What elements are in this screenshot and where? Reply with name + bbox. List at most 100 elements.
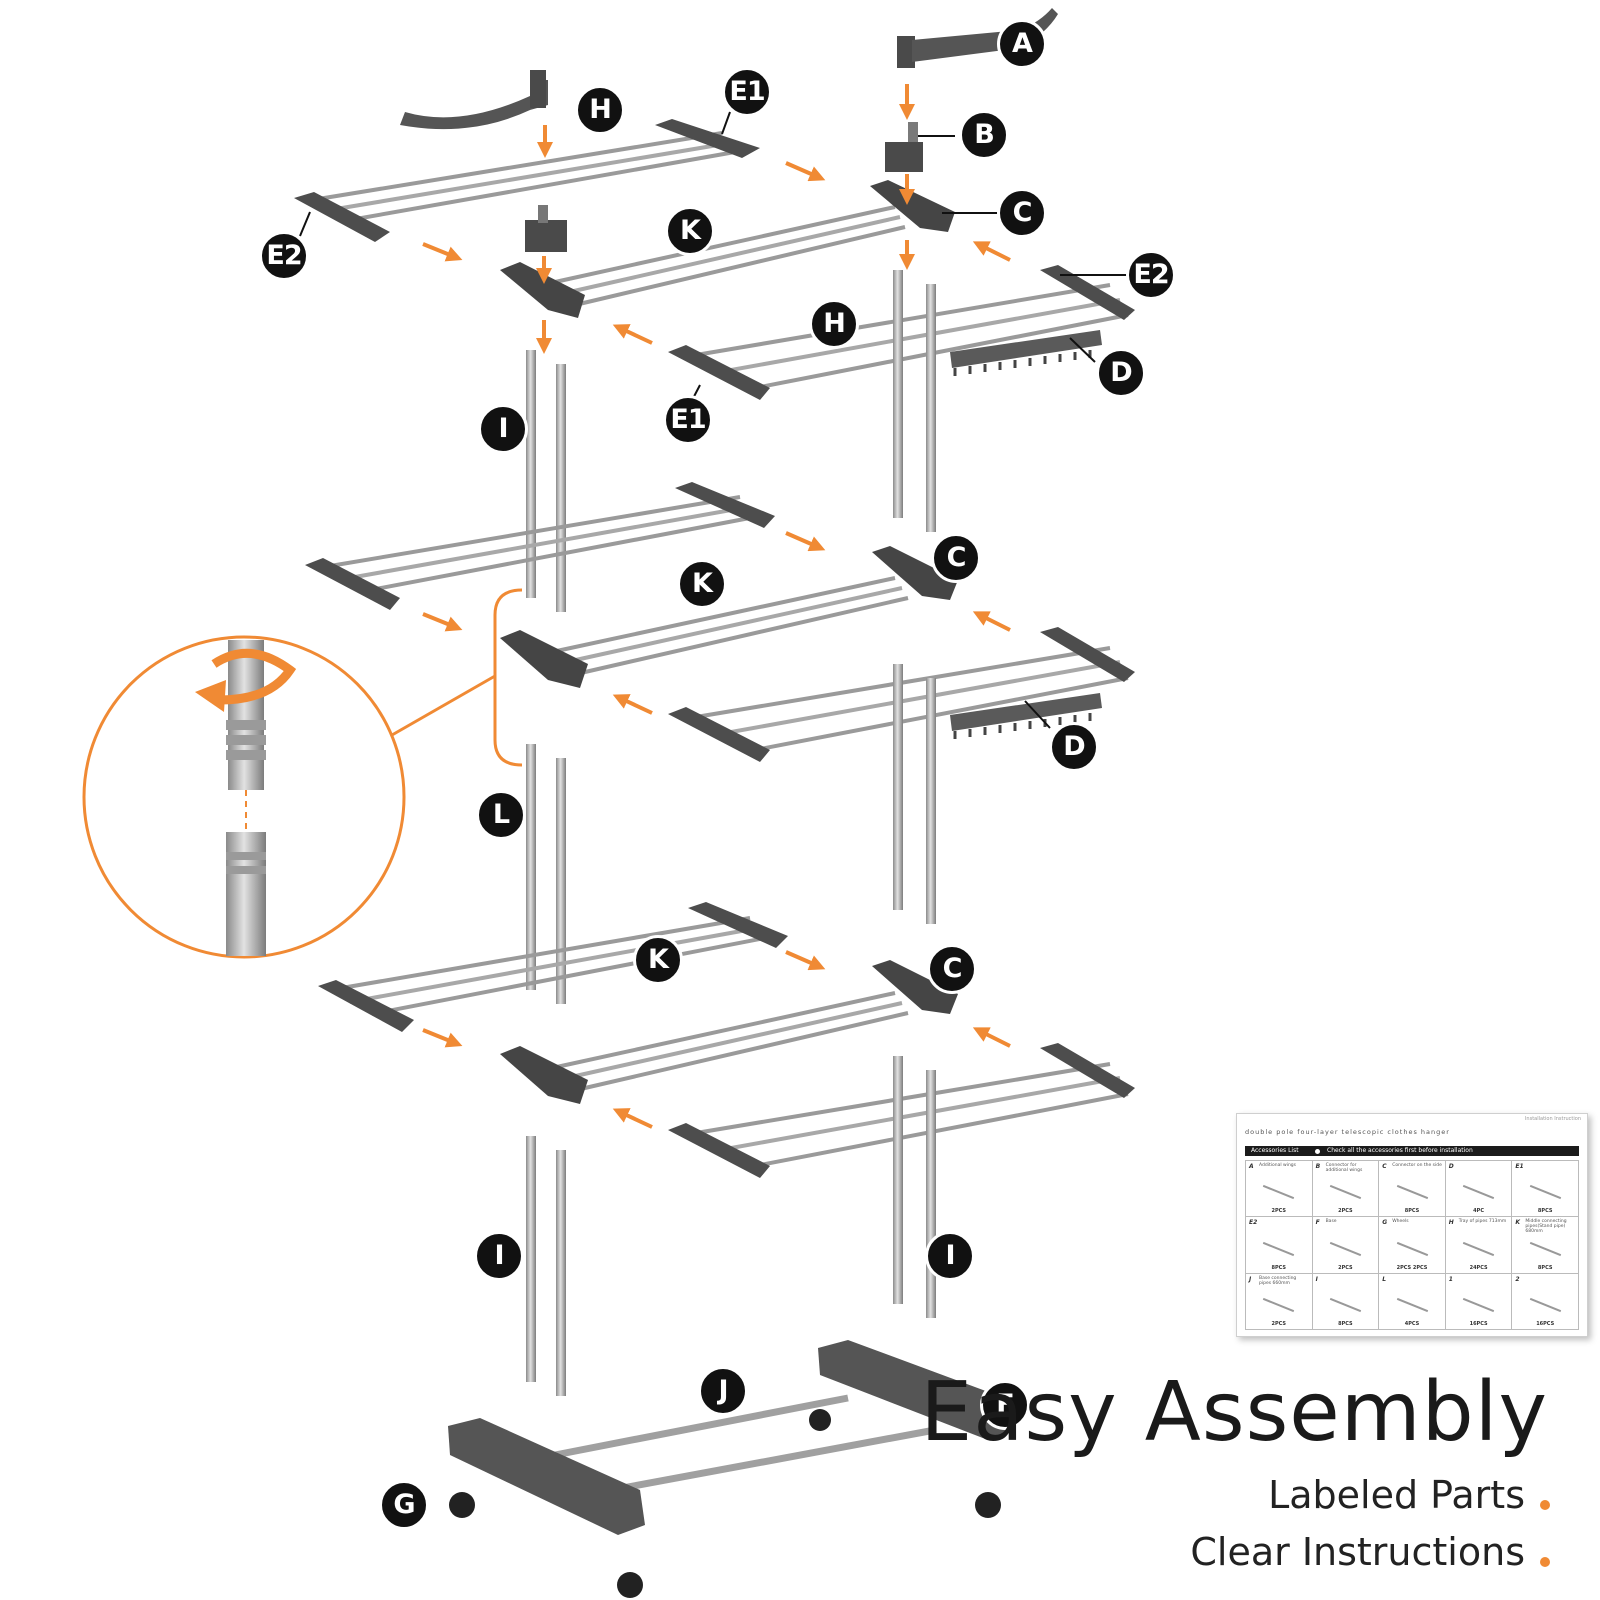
label-e2-tag-1: E2 bbox=[259, 231, 309, 281]
part-sketch-icon bbox=[1329, 1298, 1361, 1313]
label-d-tag-1: D bbox=[1096, 348, 1146, 398]
instruction-manual-thumbnail: Installation Instruction double pole fou… bbox=[1236, 1113, 1588, 1337]
part-sketch-icon bbox=[1529, 1185, 1561, 1200]
manual-cell-name: Wheels bbox=[1392, 1219, 1409, 1225]
manual-cell-letter: 1 bbox=[1448, 1275, 1453, 1283]
wheel-icons bbox=[449, 1409, 1001, 1598]
manual-cell-letter: F bbox=[1315, 1219, 1320, 1227]
label-a-tag: A bbox=[997, 19, 1047, 69]
manual-cell-letter: A bbox=[1249, 1163, 1254, 1170]
label-b-tag: B bbox=[959, 110, 1009, 160]
part-sketch-icon bbox=[1396, 1185, 1428, 1200]
label-i-tag-2: I bbox=[474, 1231, 524, 1281]
manual-cell-qty: 16PCS bbox=[1469, 1320, 1488, 1327]
label-h-tag-2: H bbox=[809, 299, 859, 349]
manual-cell-letter: 2 bbox=[1515, 1275, 1520, 1283]
manual-cell-letter: E2 bbox=[1249, 1219, 1258, 1227]
manual-title: double pole four-layer telescopic clothe… bbox=[1245, 1128, 1450, 1136]
manual-cell-letter: I bbox=[1315, 1275, 1318, 1283]
manual-bar-note: Check all the accessories first before i… bbox=[1327, 1147, 1473, 1154]
manual-cell-letter: E1 bbox=[1515, 1163, 1524, 1170]
label-h-tag-1: H bbox=[575, 85, 625, 135]
manual-cell-name: Connector for additional wings bbox=[1325, 1163, 1363, 1173]
label-i-tag-3: I bbox=[925, 1231, 975, 1281]
headline: Easy Assembly bbox=[920, 1365, 1548, 1460]
part-sketch-icon bbox=[1463, 1185, 1495, 1200]
manual-cell: H Tray of pipes 713mm 24PCS bbox=[1445, 1217, 1513, 1274]
top-left-wing-tray bbox=[294, 119, 760, 242]
middle-tray-k-1 bbox=[500, 180, 955, 318]
middle-tray-k-2 bbox=[500, 546, 958, 688]
manual-cell-letter: H bbox=[1448, 1219, 1454, 1227]
manual-cell-qty: 8PCS bbox=[1537, 1264, 1553, 1271]
manual-cell-letter: C bbox=[1382, 1163, 1387, 1170]
label-l-tag: L bbox=[476, 790, 526, 840]
label-k-tag-1: K bbox=[665, 206, 715, 256]
assembly-arrows bbox=[422, 84, 1011, 1129]
manual-cell-qty: 24PCS bbox=[1469, 1264, 1488, 1271]
manual-cell-name: Tray of pipes 713mm bbox=[1458, 1219, 1507, 1225]
poles-right-mid bbox=[893, 664, 936, 924]
manual-cell-name: Middle connecting pipes(Stand pipe) 680m… bbox=[1525, 1219, 1567, 1235]
label-c-tag-3: C bbox=[927, 944, 977, 994]
part-sketch-icon bbox=[1463, 1241, 1495, 1256]
manual-cell-letter: D bbox=[1448, 1163, 1454, 1170]
manual-cell-qty: 2PCS 2PCS bbox=[1396, 1264, 1428, 1271]
wing-hook-piece-a bbox=[897, 8, 1058, 68]
manual-cell: E1 8PCS bbox=[1512, 1161, 1579, 1218]
manual-cell: D 4PC bbox=[1445, 1161, 1513, 1218]
manual-cell: I 8PCS bbox=[1312, 1273, 1380, 1330]
manual-cell-letter: K bbox=[1515, 1219, 1521, 1227]
manual-cell-qty: 4PC bbox=[1473, 1208, 1484, 1215]
poles-i-upper bbox=[526, 270, 936, 612]
label-c-tag-2: C bbox=[931, 533, 981, 583]
manual-cell-name: Additional wings bbox=[1259, 1163, 1297, 1168]
bullet-dot-icon bbox=[1540, 1500, 1550, 1510]
manual-accessories-bar: Accessories List Check all the accessori… bbox=[1245, 1146, 1579, 1156]
manual-cell-name: Base bbox=[1325, 1219, 1337, 1225]
label-e1-tag-2: E1 bbox=[663, 395, 713, 445]
label-e1-tag-1: E1 bbox=[722, 67, 772, 117]
manual-cell-letter: G bbox=[1382, 1219, 1388, 1227]
pole-connection-inset bbox=[82, 588, 523, 959]
manual-cell-qty: 8PCS bbox=[1338, 1320, 1353, 1327]
label-f-tag: F bbox=[980, 1380, 1030, 1430]
manual-cell: 1 16PCS bbox=[1445, 1273, 1513, 1330]
feature-clear-instructions: Clear Instructions bbox=[1190, 1530, 1525, 1574]
manual-cell-qty: 4PCS bbox=[1404, 1320, 1420, 1327]
manual-bar-title: Accessories List bbox=[1251, 1147, 1299, 1154]
manual-cell: E2 8PCS bbox=[1246, 1217, 1313, 1274]
manual-cell-name: Connector on the side bbox=[1392, 1163, 1442, 1168]
manual-cell-name: Base connecting pipes 660mm bbox=[1259, 1275, 1297, 1286]
mid-right-wing-tray bbox=[668, 627, 1135, 762]
manual-cell: G Wheels 2PCS 2PCS bbox=[1379, 1217, 1446, 1274]
manual-cell-qty: 16PCS bbox=[1536, 1320, 1555, 1327]
part-sketch-icon bbox=[1263, 1185, 1295, 1200]
hook-bar-d-1 bbox=[950, 330, 1102, 376]
label-j-tag: J bbox=[698, 1366, 748, 1416]
connector-b bbox=[885, 122, 923, 172]
mid-left-wing-tray bbox=[305, 482, 775, 610]
poles-i-lower bbox=[526, 1056, 936, 1396]
part-sketch-icon bbox=[1529, 1241, 1561, 1256]
label-e2-tag-2: E2 bbox=[1126, 250, 1176, 300]
manual-cell-qty: 8PCS bbox=[1271, 1264, 1287, 1271]
manual-cell-letter: L bbox=[1382, 1275, 1387, 1283]
manual-cell-qty: 8PCS bbox=[1404, 1208, 1420, 1215]
feature-labeled-parts: Labeled Parts bbox=[1268, 1473, 1525, 1517]
part-sketch-icon bbox=[1263, 1298, 1295, 1313]
manual-cell: L 4PCS bbox=[1379, 1273, 1446, 1330]
rotate-icon bbox=[195, 648, 297, 712]
part-sketch-icon bbox=[1263, 1241, 1295, 1256]
manual-cell-qty: 8PCS bbox=[1537, 1208, 1553, 1215]
label-k-tag-2: K bbox=[677, 559, 727, 609]
bullet-icon bbox=[1315, 1149, 1320, 1154]
label-g-tag: G bbox=[379, 1480, 429, 1530]
low-left-wing-tray bbox=[318, 902, 788, 1032]
